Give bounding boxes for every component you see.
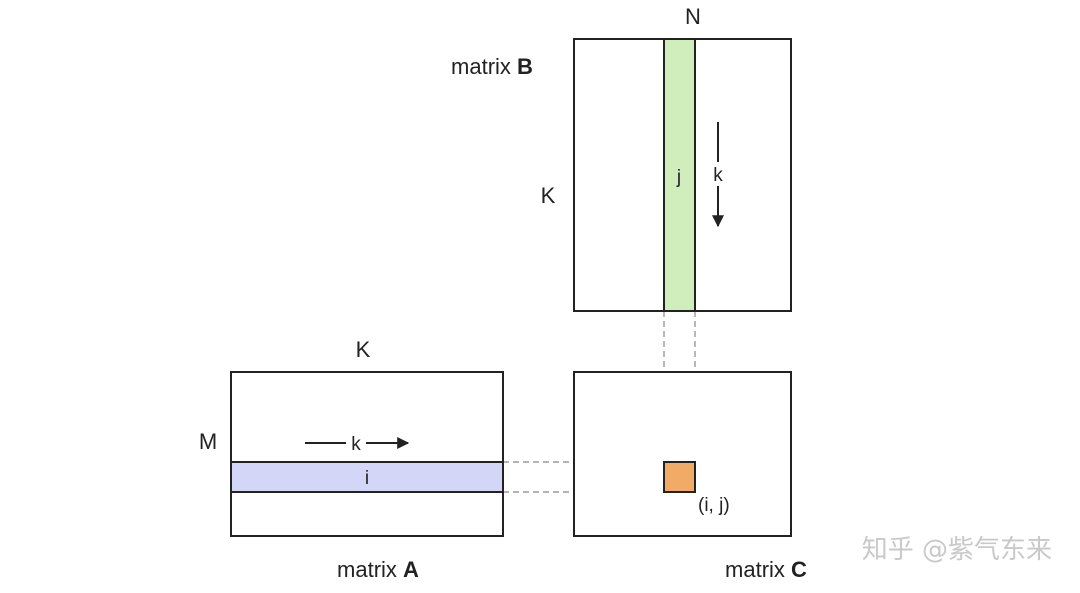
matrix-b-title-letter: B [517, 54, 533, 79]
matrix-c-title: matrix C [725, 557, 807, 582]
matrix-b-column-j [663, 38, 696, 312]
matrix-c: (i, j) [573, 371, 792, 537]
arrow-label-bg [708, 162, 728, 186]
cell-ij-label: (i, j) [698, 495, 730, 516]
matrix-a: i k [230, 371, 504, 537]
column-j-label: j [676, 167, 681, 188]
watermark-text: 知乎 @紫气东来 [862, 535, 1052, 565]
matrix-b: j k [573, 38, 792, 312]
matrix-a-title-letter: A [403, 557, 419, 582]
matrix-a-k-arrow-label: k [351, 434, 361, 455]
dim-n-label: N [685, 4, 701, 29]
matrix-c-title-prefix: matrix [725, 557, 791, 582]
matrix-c-title-letter: C [791, 557, 807, 582]
arrow-label-bg [346, 431, 366, 455]
matrix-c-cell-ij [663, 461, 696, 493]
matrix-a-row-i [230, 461, 504, 493]
dim-k-label-b: K [541, 183, 556, 208]
dim-k-label-a: K [356, 337, 371, 362]
matrix-a-box [230, 371, 504, 537]
dim-m-label: M [199, 429, 217, 454]
matrix-c-box [573, 371, 792, 537]
matrix-b-title: matrix B [451, 54, 533, 79]
matrix-b-title-prefix: matrix [451, 54, 517, 79]
matrix-b-k-arrow-label: k [713, 165, 723, 186]
matrix-a-title: matrix A [337, 557, 419, 582]
matrix-a-title-prefix: matrix [337, 557, 403, 582]
row-i-label: i [365, 468, 369, 489]
